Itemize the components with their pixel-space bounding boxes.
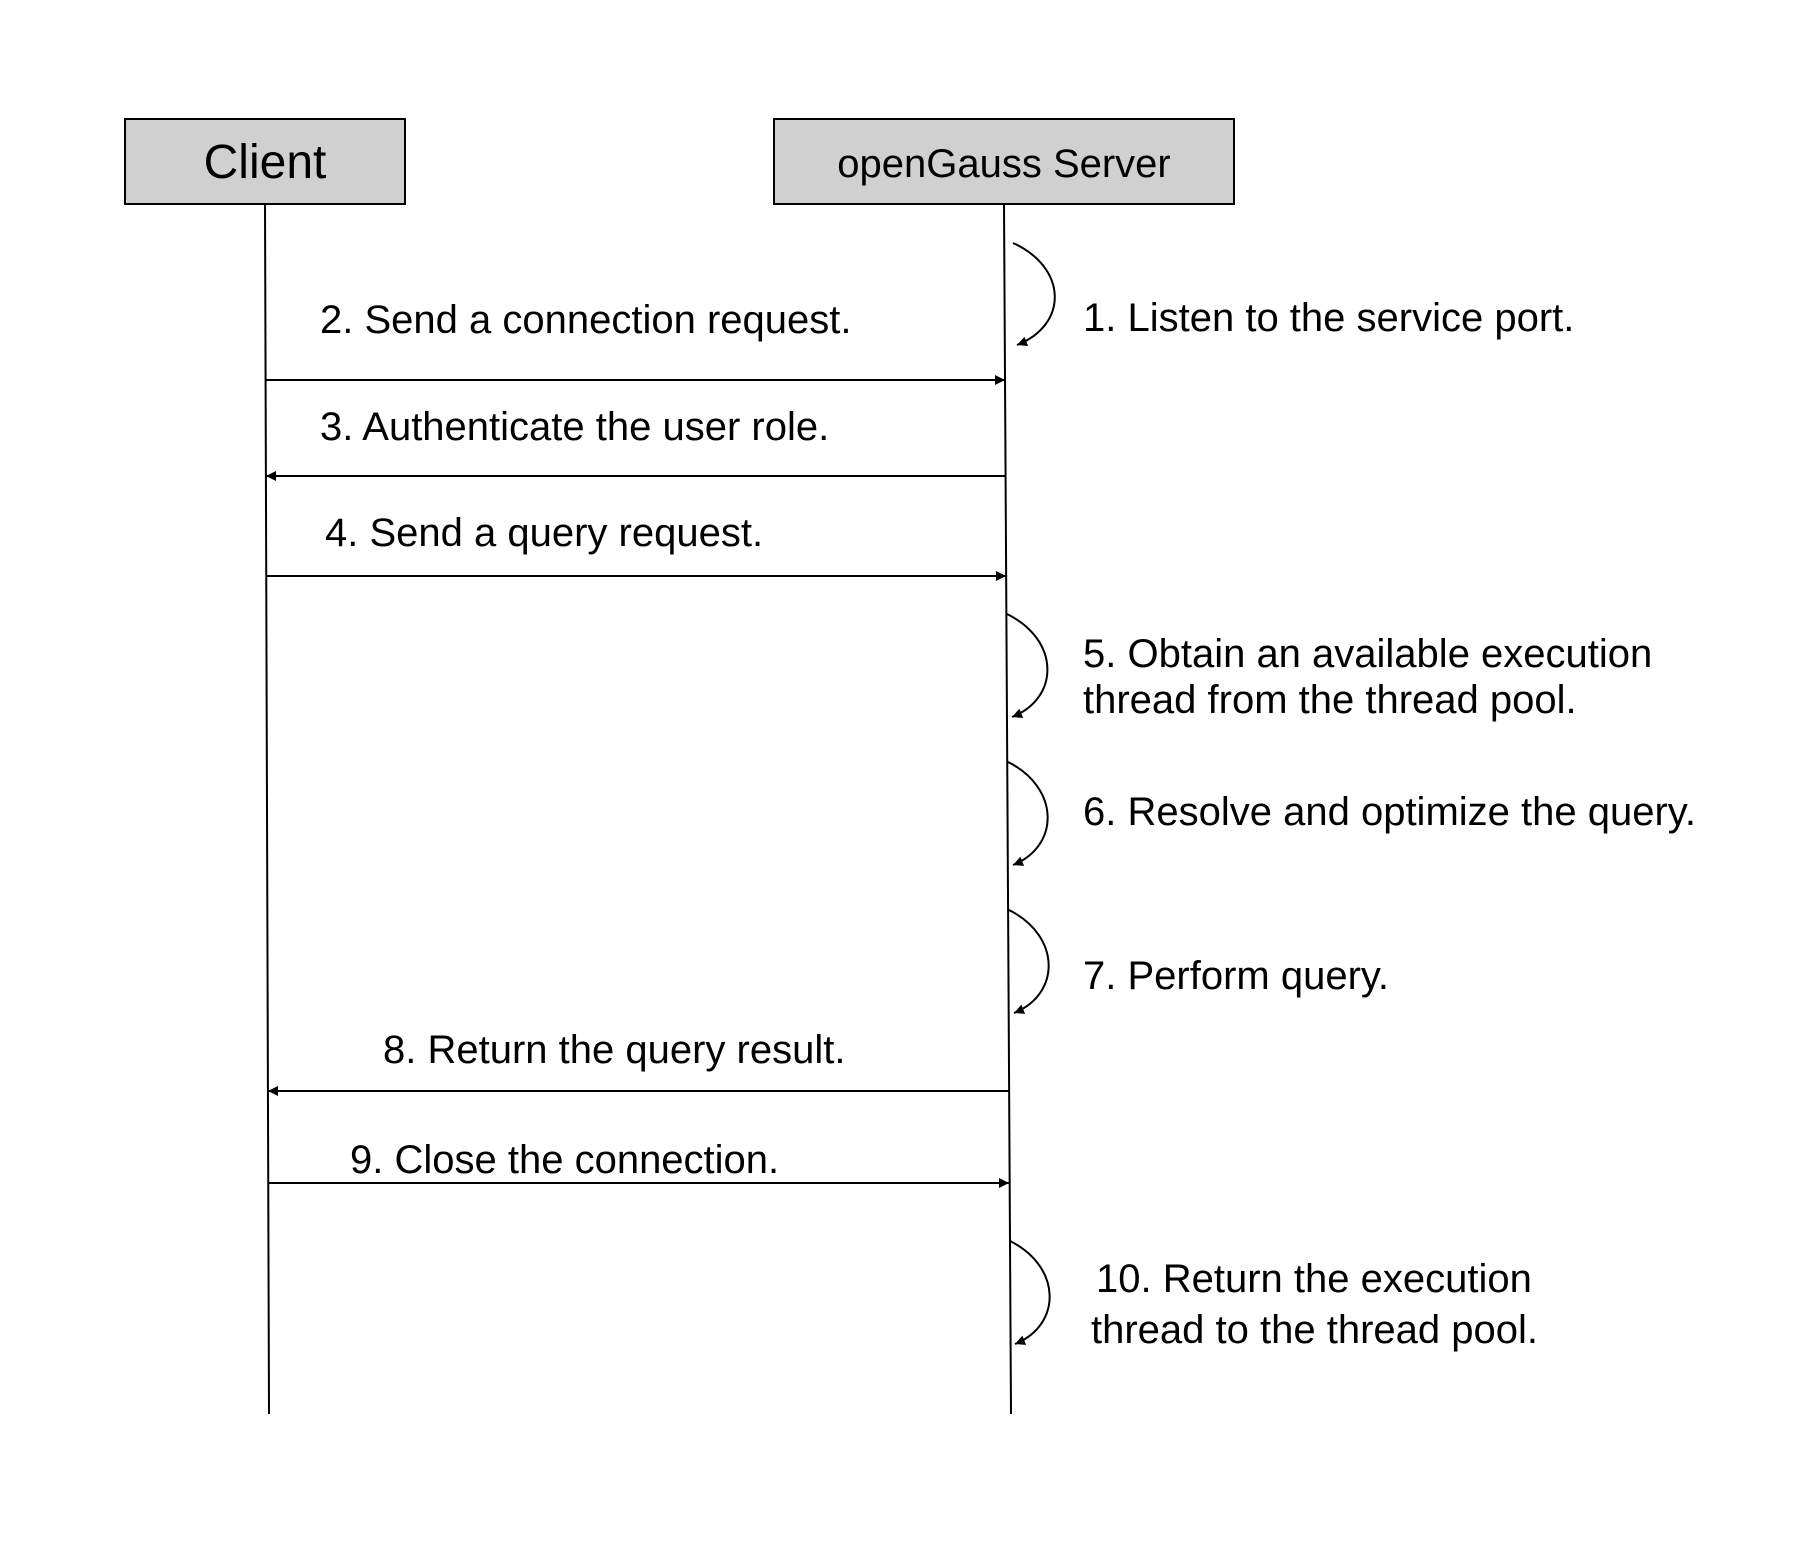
step-2-label: 2. Send a connection request. — [320, 298, 851, 342]
server-label: openGauss Server — [837, 142, 1171, 186]
client-participant: Client — [124, 118, 406, 205]
step-4-label: 4. Send a query request. — [325, 511, 763, 555]
step-5-label-line-2: thread from the thread pool. — [1083, 678, 1577, 722]
self-call-arrow-6 — [1007, 761, 1049, 866]
server-participant: openGauss Server — [773, 118, 1235, 205]
server-box — [773, 118, 1235, 205]
step-5-label-line-1: 5. Obtain an available execution — [1083, 632, 1652, 676]
step-10-label-line-2: thread to the thread pool. — [1091, 1308, 1538, 1352]
step-10-label-line-1: 10. Return the execution — [1096, 1257, 1532, 1301]
self-call-arrow-7 — [1008, 909, 1050, 1014]
step-6-label: 6. Resolve and optimize the query. — [1083, 790, 1696, 834]
step-8-label: 8. Return the query result. — [383, 1028, 845, 1072]
step-7-label: 7. Perform query. — [1083, 954, 1389, 998]
step-3-label: 3. Authenticate the user role. — [320, 405, 829, 449]
client-box — [124, 118, 406, 205]
step-9-label: 9. Close the connection. — [350, 1138, 779, 1182]
server-lifeline — [1003, 203, 1012, 1415]
client-label: Client — [204, 136, 327, 189]
self-call-arrow-1 — [1012, 242, 1056, 346]
step-1-label: 1. Listen to the service port. — [1083, 296, 1574, 340]
self-call-arrow-10 — [1009, 1240, 1051, 1345]
client-lifeline — [264, 203, 270, 1415]
self-call-arrow-5 — [1006, 613, 1049, 718]
